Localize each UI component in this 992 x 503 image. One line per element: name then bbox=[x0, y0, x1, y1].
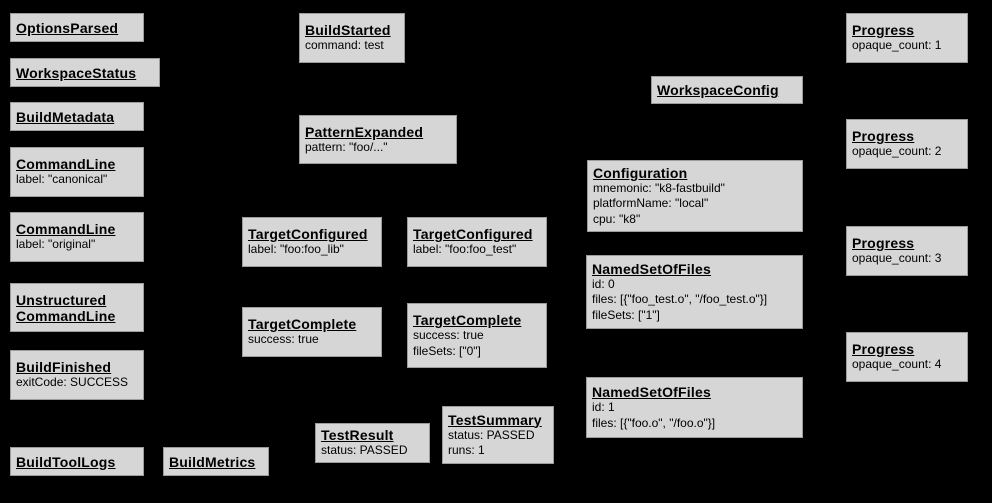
node-field: pattern: "foo/..." bbox=[305, 139, 388, 154]
node-field: success: true bbox=[248, 332, 319, 347]
event-node-workspace-status: WorkspaceStatus bbox=[10, 58, 160, 87]
node-title: WorkspaceConfig bbox=[657, 82, 779, 98]
node-title: Unstructured bbox=[16, 291, 107, 308]
node-field: files: [{"foo_test.o", "/foo_test.o"}] bbox=[592, 292, 768, 307]
node-title: BuildMetadata bbox=[16, 108, 115, 125]
node-title: CommandLine bbox=[16, 156, 116, 173]
node-field: cpu: "k8" bbox=[593, 211, 641, 226]
node-title: TestResult bbox=[321, 427, 394, 444]
node-title: CommandLine bbox=[16, 221, 116, 238]
event-node-build-tool-logs: BuildToolLogs bbox=[10, 447, 144, 476]
node-field: status: PASSED bbox=[448, 427, 535, 442]
node-title: TargetConfigured bbox=[248, 226, 368, 243]
node-title: NamedSetOfFiles bbox=[592, 260, 711, 277]
node-title: BuildStarted bbox=[305, 22, 391, 39]
node-title: NamedSetOfFiles bbox=[592, 384, 711, 400]
node-title: Progress bbox=[852, 22, 915, 39]
node-title: TestSummary bbox=[448, 411, 542, 428]
node-title: Progress bbox=[852, 128, 915, 145]
node-title: BuildFinished bbox=[16, 359, 112, 376]
node-title: TargetComplete bbox=[413, 312, 522, 328]
node-field: runs: 1 bbox=[448, 443, 485, 457]
node-field: fileSets: ["0"] bbox=[413, 343, 481, 358]
node-field: command: test bbox=[305, 38, 384, 53]
node-field: mnemonic: "k8-fastbuild" bbox=[593, 180, 725, 195]
node-title: Progress bbox=[852, 235, 915, 252]
event-node-workspace-config: WorkspaceConfig bbox=[651, 76, 803, 104]
node-field: platformName: "local" bbox=[593, 196, 709, 211]
node-field: label: "foo:foo_test" bbox=[413, 242, 517, 257]
node-field: success: true bbox=[413, 328, 484, 342]
node-field: id: 0 bbox=[592, 276, 615, 291]
event-node-options-parsed: OptionsParsed bbox=[10, 13, 144, 42]
node-field: label: "foo:foo_lib" bbox=[248, 242, 344, 257]
node-title: TargetConfigured bbox=[413, 226, 533, 243]
node-field: opaque_count: 4 bbox=[852, 357, 942, 372]
node-title: CommandLine bbox=[16, 307, 116, 324]
node-title: OptionsParsed bbox=[16, 19, 119, 36]
node-field: files: [{"foo.o", "/foo.o"}] bbox=[592, 415, 716, 430]
node-title: PatternExpanded bbox=[305, 123, 424, 140]
event-node-build-metadata: BuildMetadata bbox=[10, 102, 144, 131]
node-title: BuildToolLogs bbox=[16, 453, 116, 470]
node-field: opaque_count: 3 bbox=[852, 251, 942, 266]
node-title: TargetComplete bbox=[248, 316, 357, 333]
node-field: opaque_count: 1 bbox=[852, 38, 942, 53]
event-node-build-metrics: BuildMetrics bbox=[163, 447, 269, 476]
node-title: WorkspaceStatus bbox=[16, 64, 137, 81]
node-field: id: 1 bbox=[592, 400, 615, 414]
node-field: label: "canonical" bbox=[16, 172, 108, 187]
node-title: BuildMetrics bbox=[169, 453, 256, 470]
node-field: status: PASSED bbox=[321, 443, 408, 458]
node-title: Configuration bbox=[593, 164, 688, 181]
node-field: label: "original" bbox=[16, 237, 96, 252]
node-title: Progress bbox=[852, 341, 915, 358]
node-field: opaque_count: 2 bbox=[852, 144, 942, 159]
node-field: fileSets: ["1"] bbox=[592, 307, 660, 322]
node-field: exitCode: SUCCESS bbox=[16, 375, 129, 390]
